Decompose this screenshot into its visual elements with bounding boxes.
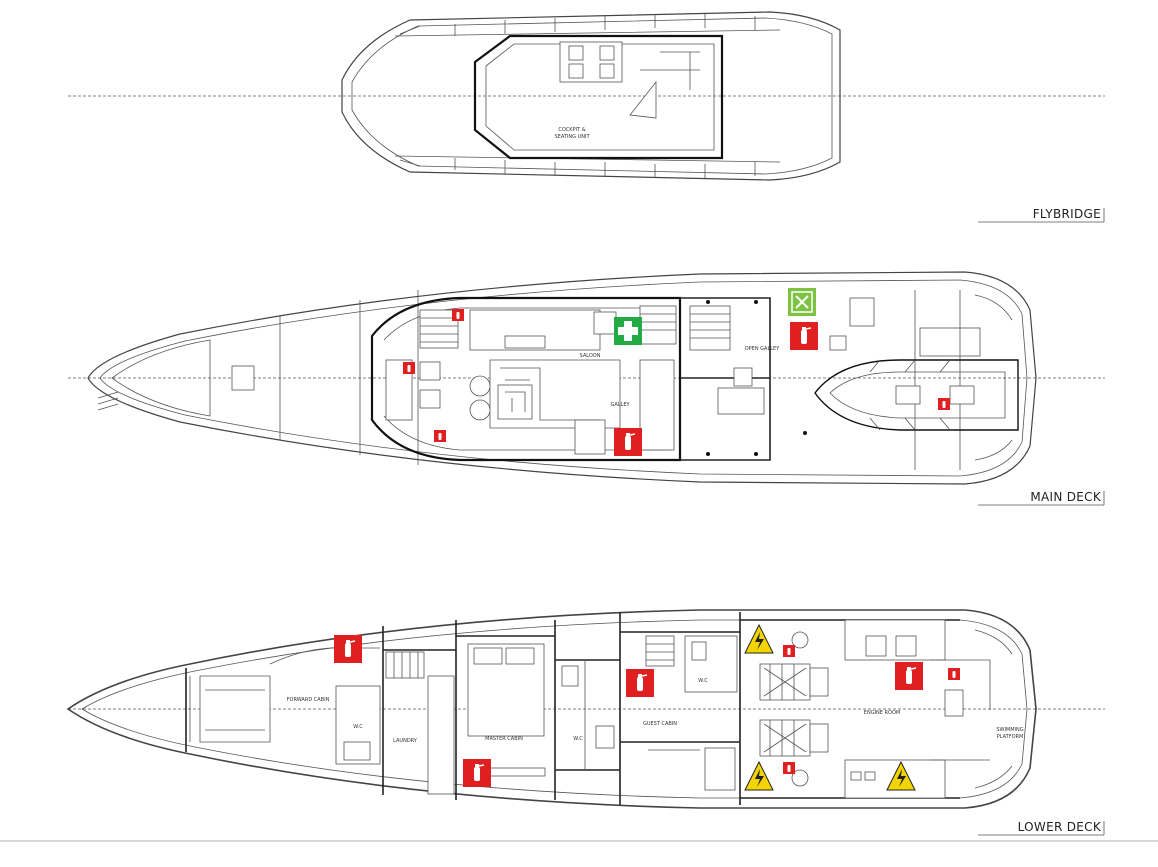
- fire-extinguisher-icon: [894, 661, 924, 691]
- guest-cabin-label: GUEST CABIN: [643, 721, 677, 727]
- tender-boat: [814, 359, 1019, 431]
- cockpit-triangle-table: [629, 80, 657, 119]
- fire-extinguisher-icon: [625, 668, 655, 698]
- open-galley-label: OPEN GALLEY: [745, 346, 780, 352]
- forward-cabin-label: FORWARD CABIN: [287, 697, 330, 703]
- open-galley-counter: [717, 387, 765, 415]
- main-deck-plan: SALOON GALLEY OPEN GALLEY MAIN DECK: [68, 271, 1105, 506]
- swimming-platform-label-line2: PLATFORM: [997, 734, 1024, 740]
- aft-stairs: [689, 305, 731, 351]
- fire-extinguisher-icon: [434, 430, 446, 442]
- saloon-table: [497, 384, 533, 420]
- emergency-exit-icon: [788, 288, 816, 316]
- galley-label: GALLEY: [610, 402, 630, 408]
- galley-counter: [639, 359, 675, 451]
- engine-port: [759, 663, 829, 701]
- cockpit-outline: [473, 34, 724, 160]
- high-voltage-warning-icon: [744, 624, 774, 654]
- main-deck-hull: [87, 271, 1037, 485]
- main-deck-title: MAIN DECK: [1030, 490, 1101, 504]
- saloon-sink: [593, 311, 617, 335]
- fire-extinguisher-icon: [462, 758, 492, 788]
- fire-extinguisher-icon: [938, 398, 950, 410]
- saloon-label: SALOON: [580, 353, 601, 359]
- fire-extinguisher-icon: [783, 762, 795, 774]
- engine-starboard: [759, 719, 829, 757]
- forward-wc-label: W.C: [353, 724, 363, 730]
- high-voltage-warning-icon: [744, 761, 774, 791]
- fire-extinguisher-icon: [333, 634, 363, 664]
- main-deck-hatch: [231, 365, 255, 391]
- laundry-label: LAUNDRY: [393, 738, 418, 744]
- lower-deck-plan: FORWARD CABIN W.C LAUNDRY MASTER CABIN W…: [0, 609, 1158, 842]
- fire-extinguisher-icon: [403, 362, 415, 374]
- master-cabin-label: MASTER CABIN: [485, 736, 523, 742]
- cockpit-label-line1: COCKPIT &: [558, 127, 585, 133]
- lower-deck-hull: [66, 609, 1037, 809]
- fire-extinguisher-icon: [948, 668, 960, 680]
- forward-bed: [199, 675, 271, 743]
- guest-wc-label: W.C: [698, 678, 708, 684]
- flybridge-outline: [341, 11, 841, 181]
- cockpit-label-line2: SEATING UNIT: [554, 134, 590, 140]
- fire-extinguisher-icon: [613, 427, 643, 457]
- fire-extinguisher-icon: [789, 321, 819, 351]
- engine-room-label: ENGINE ROOM: [864, 710, 900, 716]
- tender-console: [895, 385, 921, 405]
- master-wc-label: W.C: [573, 736, 583, 742]
- flybridge-plan: COCKPIT & SEATING UNIT FLYBRIDGE: [68, 11, 1105, 223]
- fire-extinguisher-icon: [452, 309, 464, 321]
- first-aid-icon: [614, 317, 642, 345]
- flybridge-title: FLYBRIDGE: [1033, 207, 1101, 221]
- guest-stairs: [645, 635, 675, 667]
- lower-deck-title: LOWER DECK: [1018, 820, 1102, 834]
- fire-extinguisher-icon: [783, 645, 795, 657]
- swimming-platform-label-line1: SWIMMING: [996, 727, 1023, 733]
